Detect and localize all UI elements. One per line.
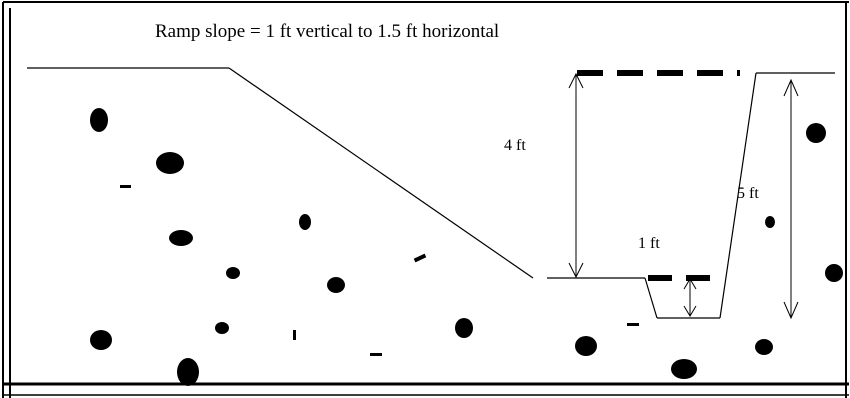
five-ft-label: 5 ft <box>737 185 759 202</box>
one-ft-label: 1 ft <box>638 235 660 252</box>
rock <box>169 230 193 246</box>
dashed-reference-lines <box>577 70 740 281</box>
rock <box>299 214 311 230</box>
rock <box>455 318 473 338</box>
pebble <box>370 353 382 356</box>
trench-outline <box>644 72 757 319</box>
rock <box>765 216 775 228</box>
rock <box>90 330 112 350</box>
ramp-profile <box>27 67 835 279</box>
rock <box>755 339 773 355</box>
rock <box>177 358 199 386</box>
rock <box>825 264 843 282</box>
pebble <box>120 185 131 188</box>
rock <box>575 336 597 356</box>
rock <box>671 359 697 379</box>
pebble <box>627 323 639 326</box>
rock <box>215 322 229 334</box>
soil-rocks <box>90 108 843 386</box>
rock <box>327 277 345 293</box>
pebble <box>413 253 427 263</box>
rock <box>806 123 826 143</box>
dimension-arrows <box>568 72 799 320</box>
rock <box>226 267 240 279</box>
ramp-slope-caption: Ramp slope = 1 ft vertical to 1.5 ft hor… <box>155 21 499 42</box>
four-ft-label: 4 ft <box>504 137 526 154</box>
ramp-slope-line <box>228 67 534 279</box>
rock <box>156 152 184 174</box>
pebble <box>293 330 296 340</box>
rock <box>90 108 108 132</box>
